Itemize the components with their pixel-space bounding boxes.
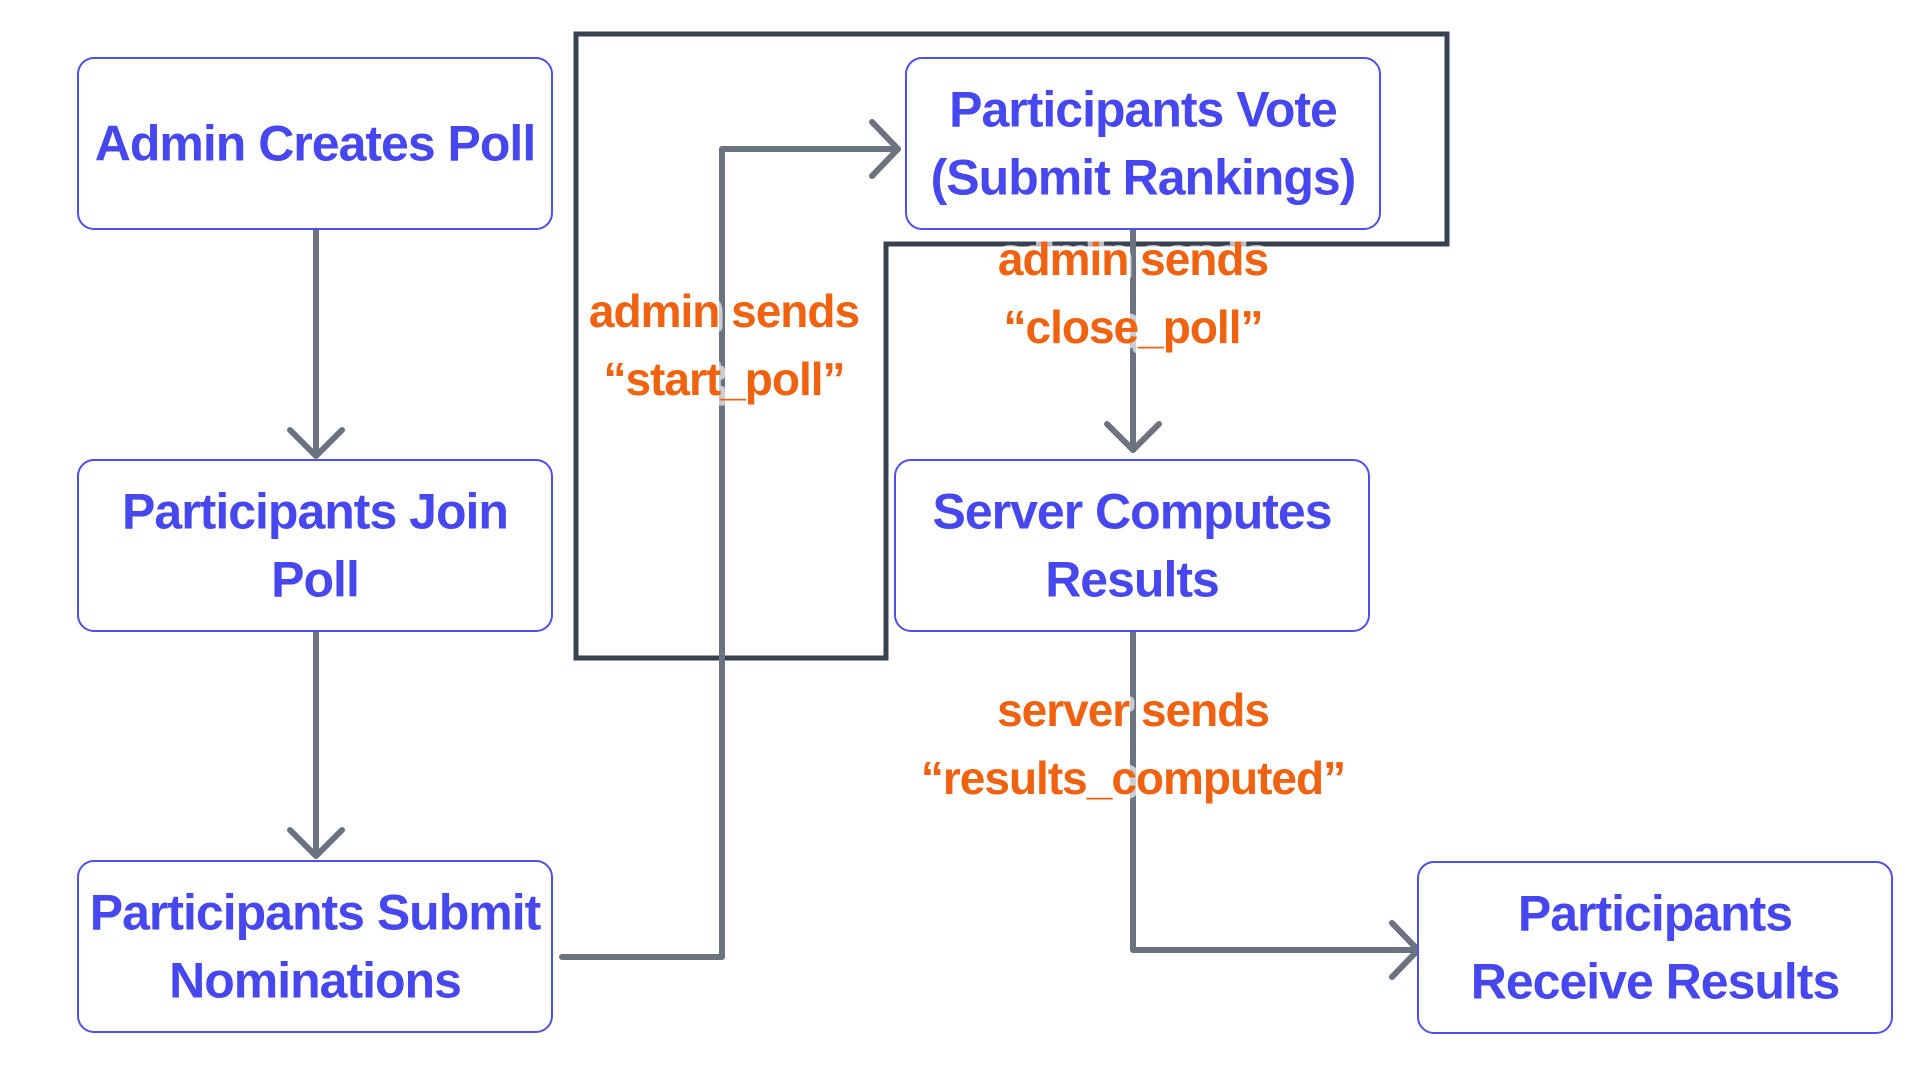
arrowhead-nominations-to-vote [869, 119, 901, 179]
node-admin-creates-poll: Admin Creates Poll [77, 57, 553, 230]
node-participants-vote: Participants Vote (Submit Rankings) [905, 57, 1381, 230]
node-label-line: Participants [1518, 886, 1792, 942]
group-frame [573, 31, 1450, 661]
arrowhead-vote-to-compute [1104, 421, 1162, 453]
edge-label-halo: server sends [997, 684, 1269, 736]
arrowhead-join-to-nominations [287, 827, 345, 859]
edge-label-halo: “start_poll” [603, 353, 844, 405]
edge-label-line: “start_poll” [603, 353, 844, 405]
arrowhead-create-to-join [287, 427, 345, 459]
node-label-line: Results [1045, 552, 1219, 608]
node-label-line: Poll [271, 552, 359, 608]
node-label-line: Server Computes [932, 484, 1331, 540]
edge-label-halo: “close_poll” [1004, 301, 1263, 353]
edge-label-halo: admin sends [998, 233, 1268, 285]
node-label-line: Admin Creates Poll [95, 116, 535, 172]
edge-label-halo: admin sends [589, 285, 859, 337]
edge-label-line: admin sends [998, 233, 1268, 285]
edge-label-halo: “results_computed” [921, 752, 1345, 804]
node-label-line: Participants Submit [90, 885, 542, 941]
edge-label-line: admin sends [589, 285, 859, 337]
edge-label-line: “results_computed” [921, 752, 1345, 804]
node-label-line: Participants Join [122, 484, 508, 540]
node-label-line: Receive Results [1471, 954, 1840, 1010]
arrow-compute-to-receive [1130, 629, 1421, 953]
node-label-line: Nominations [169, 953, 461, 1009]
edge-label-line: server sends [997, 684, 1269, 736]
edge-label-line: “close_poll” [1004, 301, 1263, 353]
node-label-line: (Submit Rankings) [931, 150, 1356, 206]
node-label-line: Participants Vote [949, 82, 1337, 138]
arrow-nominations-to-vote [559, 146, 901, 960]
